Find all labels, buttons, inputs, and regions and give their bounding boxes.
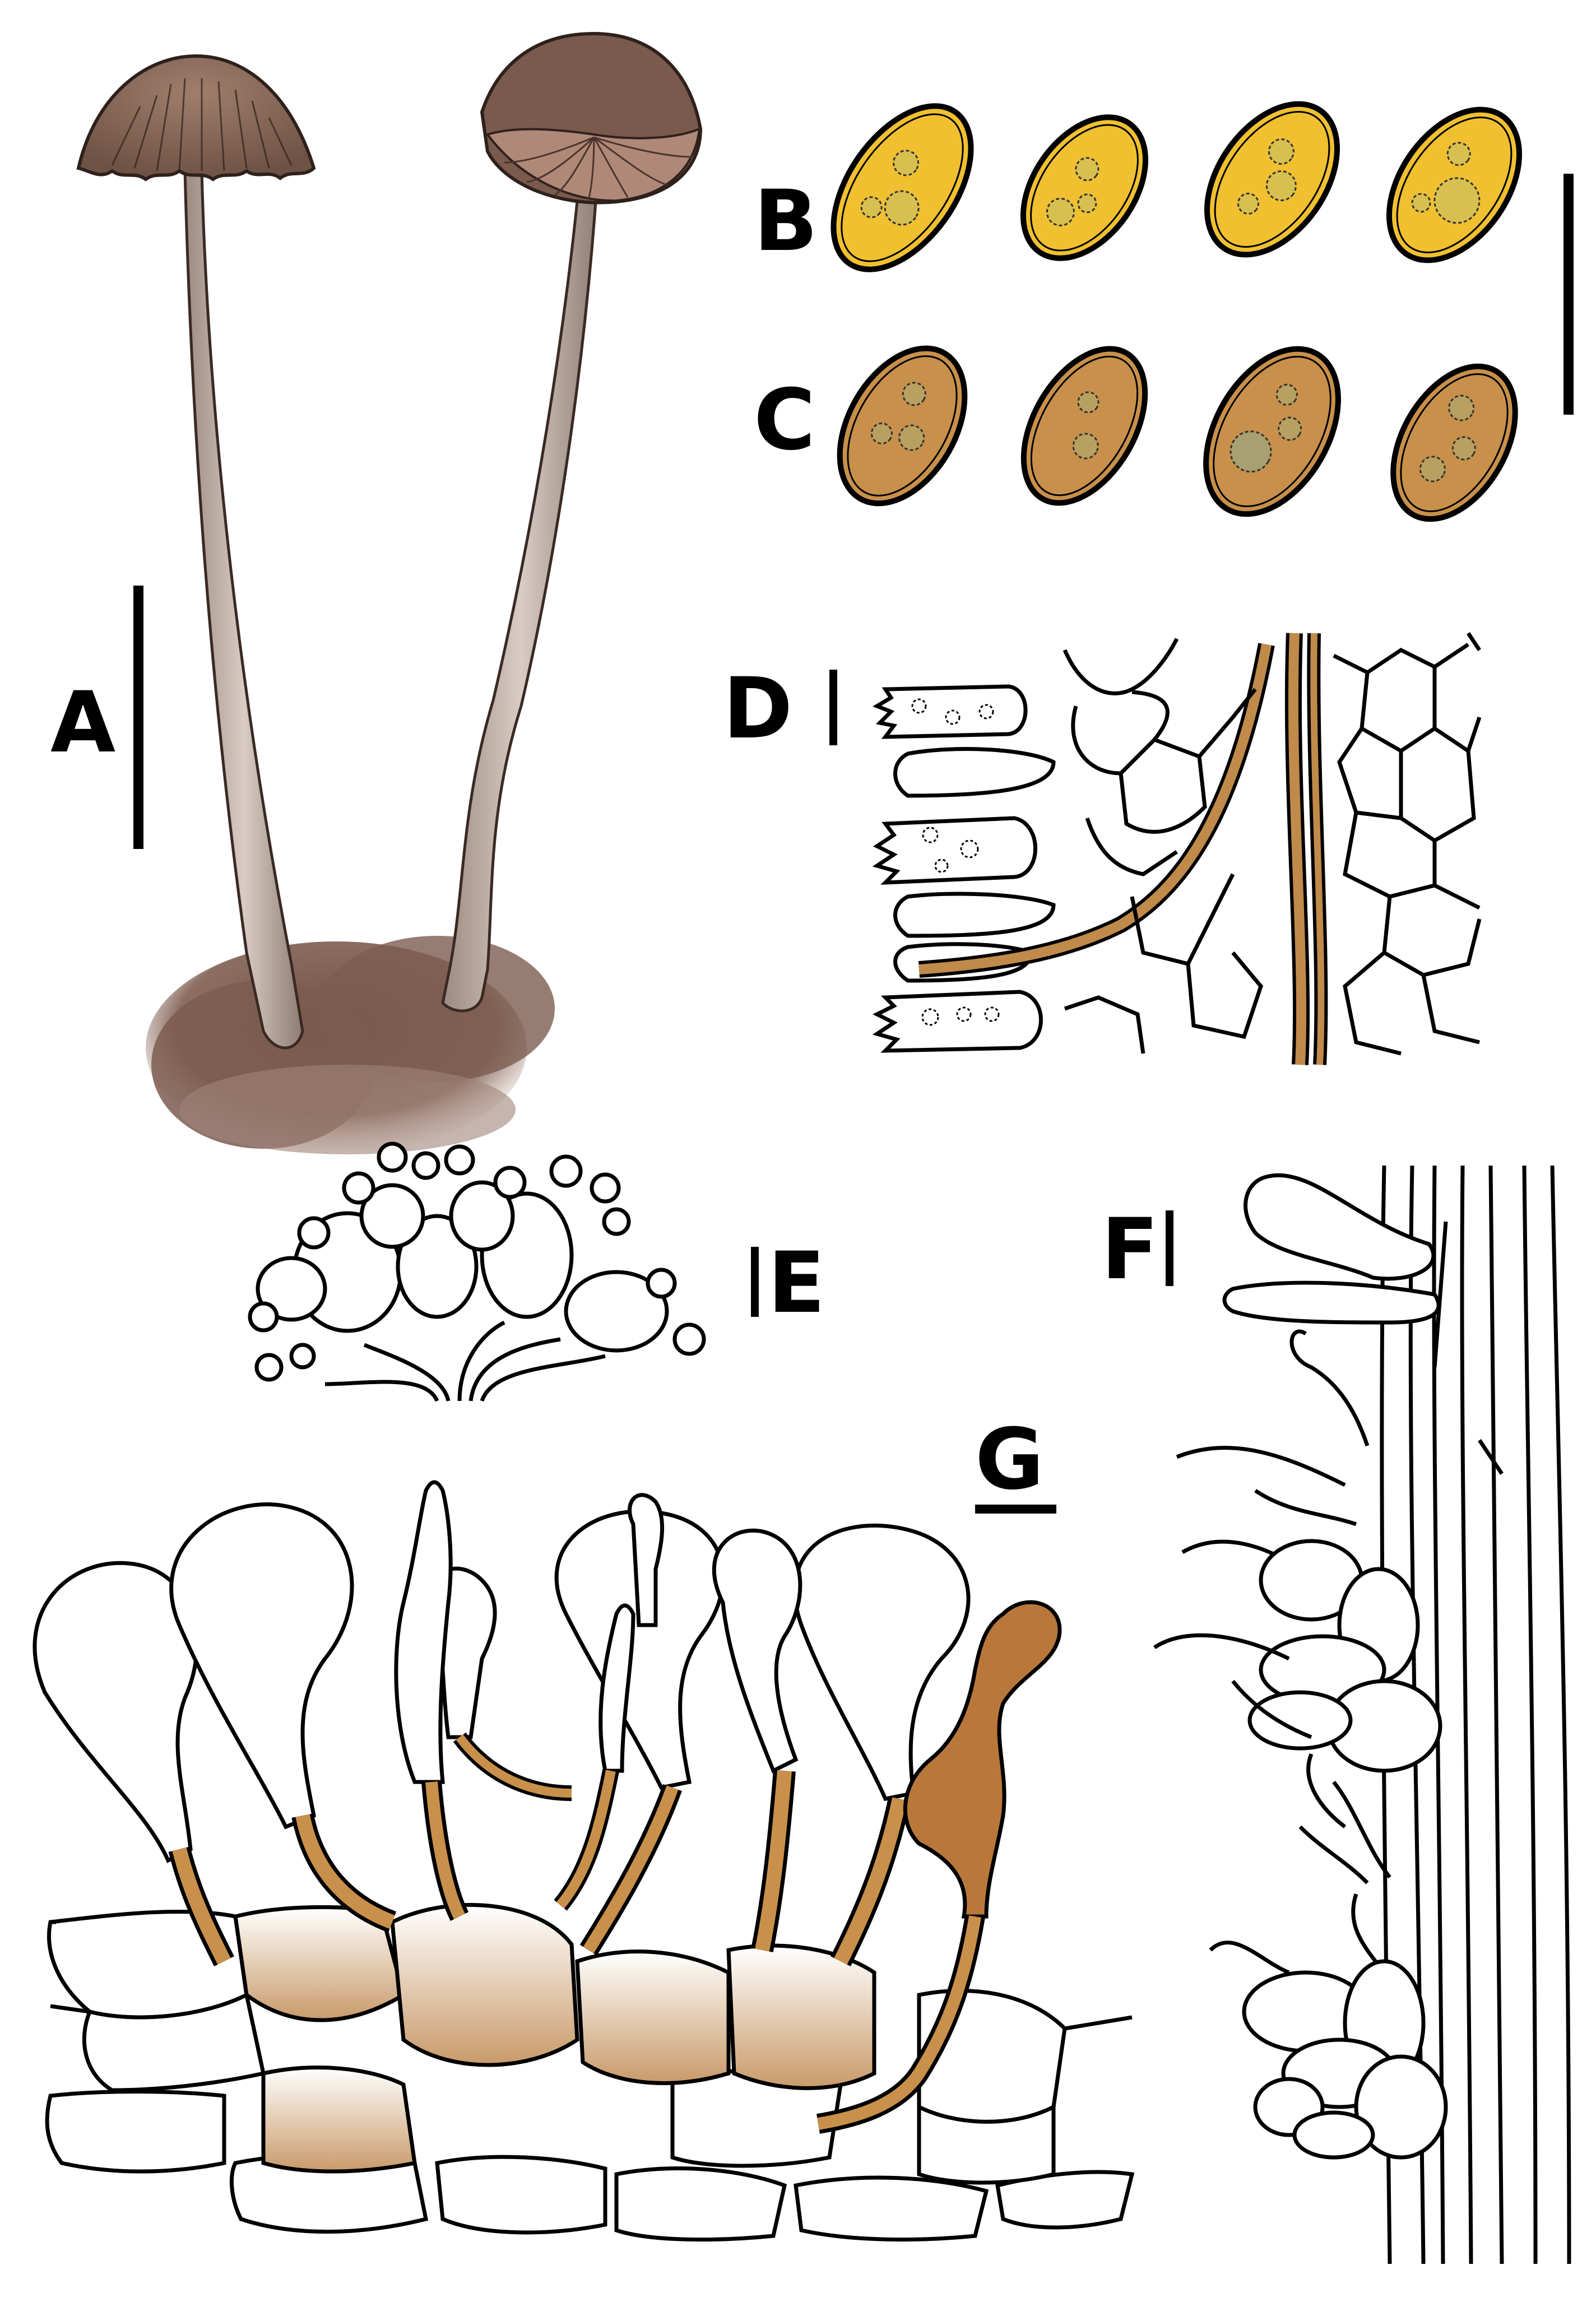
- panel-label-g: G: [975, 1411, 1045, 1509]
- pigmented-cystidium: [903, 1600, 1062, 1919]
- scale-bar-a: [133, 586, 143, 849]
- panel-d-hymenium: [829, 632, 1482, 1065]
- spore: [1203, 346, 1341, 517]
- panel-label-e: E: [768, 1234, 825, 1332]
- basidium: [873, 684, 1028, 739]
- spore: [1020, 346, 1148, 506]
- basidium: [872, 990, 1043, 1053]
- stipe-right: [441, 141, 601, 1013]
- scale-bar-e: [751, 1247, 759, 1317]
- spore: [1204, 101, 1340, 258]
- scale-bar-bc: [1563, 174, 1574, 415]
- panel-g-pileipellis: [33, 1480, 1135, 2242]
- cap-left: [76, 54, 316, 182]
- spore: [831, 103, 974, 272]
- panel-b-spores: [831, 101, 1574, 415]
- panel-a-basidiomata: [76, 31, 703, 1154]
- panel-label-f: F: [1101, 1201, 1159, 1298]
- panel-c-spores: [837, 345, 1518, 522]
- panel-e-cheilocystidia: [248, 1141, 759, 1402]
- panel-label-b: B: [754, 173, 818, 270]
- panel-label-c: C: [754, 372, 816, 469]
- spore: [1390, 363, 1518, 522]
- spore: [1386, 106, 1523, 263]
- spore: [1020, 114, 1149, 261]
- panel-label-d: D: [723, 660, 793, 758]
- stipe-left: [183, 169, 304, 1050]
- panel-f-stipitipellis: [1153, 1165, 1571, 2264]
- spore: [837, 345, 968, 507]
- scale-bar-d: [829, 670, 837, 745]
- panel-label-a: A: [50, 674, 116, 772]
- scale-bar-g: [975, 1505, 1056, 1514]
- basidium: [872, 816, 1037, 885]
- scale-bar-f: [1166, 1210, 1173, 1286]
